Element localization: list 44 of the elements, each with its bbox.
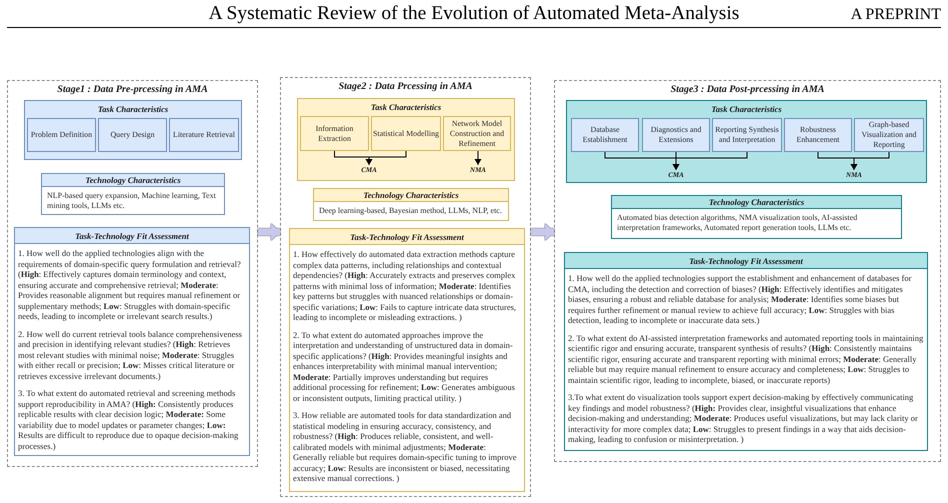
stage-container <box>7 80 258 467</box>
connector-arrow <box>474 150 482 166</box>
stage-title: Stage2 : Data Prcessing in AMA <box>338 81 472 93</box>
group-title: Task Characteristics <box>711 105 782 115</box>
block-arrow <box>258 224 280 240</box>
card-header: Technology Characteristics <box>314 189 508 202</box>
technology-list: NLP-based query expansion, Machine learning, Text mining tools, LLMs etc. <box>47 191 220 211</box>
card-header: Technology Characteristics <box>42 174 224 187</box>
info-card <box>14 227 250 456</box>
assessment-question: 3.To what extent do visualization tools support expert decision-making by effectively communicating key findings and model robustness? (High: Provides clear, insightful visualizations that enhance decision-making and understanding; Moderate: Produces useful visualizations, but may lack clarity or interactivity for more complex data; Low: Struggles to present findings in a way that aids decision-making, leading to confusion or misinterpretation. ) <box>568 392 919 444</box>
task-group-box <box>297 98 515 181</box>
card-header: Task-Technology Fit Assessment <box>15 228 249 244</box>
task-group-box <box>566 100 927 183</box>
page-header-label: A PREPRINT <box>850 6 941 24</box>
group-title: Task Characteristics <box>98 105 168 115</box>
group-title: Task Characteristics <box>370 103 442 113</box>
technology-list: Deep learning-based, Bayesian method, LLMs, NLP, etc. <box>319 206 504 216</box>
connector-arrow <box>366 150 406 166</box>
stage-container <box>280 77 531 497</box>
card-header: Technology Characteristics <box>612 196 901 209</box>
assessment-question: 1. How well do the applied technologies align with the requirements of domain-specific query formulation and retrieval? (High: Effectively captures domain terminology and context, ensuring accurate and comprehensive retrieval; Moderate: Provides reasonable alignment but requires manual refinement or supplementary methods; Low: Struggles with domain-specific needs, leading to incomplete or irrelevant search results.) <box>18 248 242 322</box>
card-header: Task-Technology Fit Assessment <box>565 253 927 269</box>
assessment-question: 2. To what extent do automated approaches improve the interpretation and understanding of unstructured data in domain-specific applications? (High: Provides meaningful insights and enhances interpretability with minimal manual intervention; Moderate: Partially improves understanding but requires additional processing for refinement; Low: Generates ambiguous or inconsistent outputs, limiting practical utility. ) <box>293 330 516 403</box>
block-arrow <box>531 224 554 240</box>
assessment-question: 1. How well do the applied technologies support the establishment and enhancement of databases for CMA, including the detection and correction of biases? (High: Effectively identifies and mitigates biases, ensuring a robust and reliable database for analysis; Moderate: Identifies some biases but requires further refinement or manual review to achieve full accuracy; Low: Struggles with bias detection, leading to incomplete or inaccurate data sets.) <box>568 273 912 326</box>
stage-title: Stage1 : Data Pre-prcessing in AMA <box>57 84 208 96</box>
assessment-question: 1. How effectively do automated data extraction methods capture complex data patterns, including relationships and contextual dependencies? (High: Accurately extracts and preserves complex patterns with minimal loss of information; Moderate: Identifies key patterns but struggles with nuanced relationships or domain-specific variations; Low: Fails to capture intricate data structures, leading to incomplete or misleading extractions. ) <box>293 249 518 322</box>
task-group-box <box>24 100 242 160</box>
connector-arrow <box>850 152 890 170</box>
assessment-question: 3. To what extent do automated retrieval and screening methods support reproducibility in AMA? (High: Consistently produces replicable results with clear decision logic; Moderate: Some variability due to model updates or parameter changes; Low: Results are difficult to reproduce due to opaque decision-making processes.) <box>18 388 240 451</box>
info-card <box>564 252 928 451</box>
technology-list: Automated bias detection algorithms, NMA visualization tools, AI-assisted interpretation frameworks, Automated report generation tools, LLMs etc. <box>617 213 897 233</box>
card-header: Task-Technology Fit Assessment <box>290 229 524 245</box>
assessment-question: 3. How reliable are automated tools for data standardization and statistical modeling in ensuring accuracy, consistency, and robustness? (High: Produces reliable, consistent, and well-calibrated models with minimal adjustments; Moderate: Generally reliable but requires domain-specific tuning to improve accuracy; Low: Results are inconsistent or biased, necessitating extensive manual corrections. ) <box>293 410 518 484</box>
page-header-title: A Systematic Review of the Evolution of Automated Meta-Analysis <box>208 3 740 26</box>
assessment-question: 2. How well do current retrieval tools balance comprehensiveness and precision in identifying relevant studies? (High: Retrieves most relevant studies with minimal noise; Moderate: Struggles with either recall or precision; Low: Misses critical literature or retrieves excessive irrelevant documents.) <box>18 328 243 381</box>
assessment-question: 2. To what extent do AI-assisted interpretation frameworks and automated reporting tools in maintaining scientific rigor and ensuring accurate, transparent synthesis of results? (High: Consistently maintains scientific rigor, ensuring accurate and transparent reporting with minimal errors; Moderate: Generally reliable but may require manual refinement to ensure accuracy and completeness; Low: Struggles to maintain scientific rigor, leading to incomplete, biased, or inaccurate reports) <box>568 332 924 385</box>
stage-container <box>554 80 941 462</box>
stage-title: Stage3 : Data Post-prcessing in AMA <box>670 84 824 96</box>
connector-arrow <box>672 152 748 170</box>
info-card <box>41 173 225 215</box>
info-card <box>289 228 525 492</box>
info-card <box>611 195 902 239</box>
info-card <box>313 188 509 221</box>
